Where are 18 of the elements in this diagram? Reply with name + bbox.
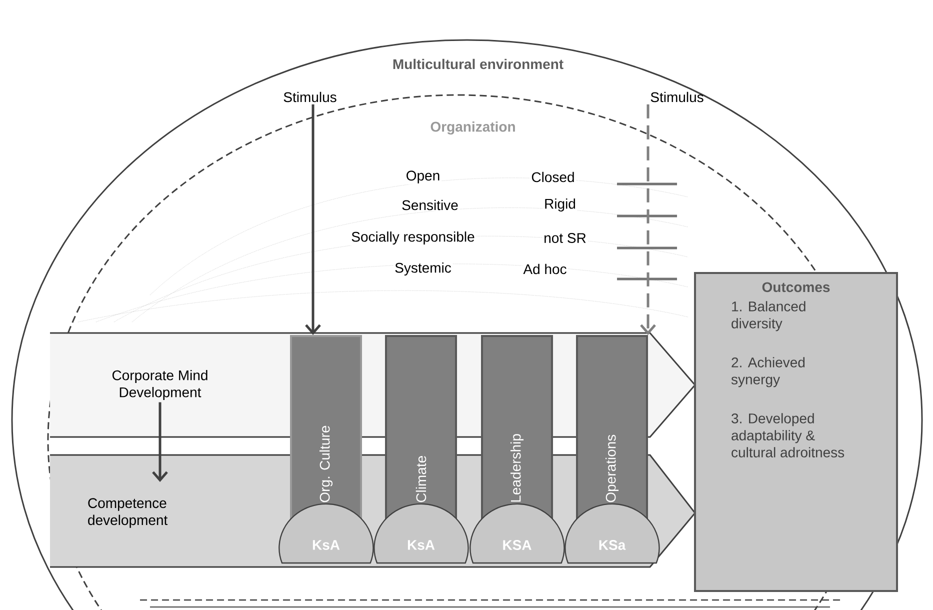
arrow	[152, 402, 168, 482]
stimulus-text: Stimulus	[650, 92, 704, 102]
arrow	[305, 104, 321, 335]
trait-label: Ad hoc	[522, 262, 568, 276]
pillar-bar: Climate	[385, 335, 457, 521]
pillar-bar: Operations	[576, 335, 648, 521]
trait-label: not SR	[542, 232, 588, 244]
trait-label: Socially responsible	[350, 230, 476, 246]
trait-label: Open	[404, 170, 442, 184]
trait-label: Rigid	[543, 197, 577, 213]
outcomes-box: Outcomes 1. Balanced diversity 2. Achieved synergy 3. Developed adaptability & cultural adroitness	[694, 272, 898, 592]
trait-label: Closed	[530, 170, 576, 184]
arrow	[640, 104, 656, 335]
pillar-bar: Leadership	[481, 335, 553, 521]
trait-label: Sensitive	[400, 198, 460, 212]
pillar-bar: Org. Culture	[290, 335, 362, 521]
stimulus-text: Stimulus	[284, 92, 336, 102]
trait-label: Systemic	[394, 261, 452, 277]
